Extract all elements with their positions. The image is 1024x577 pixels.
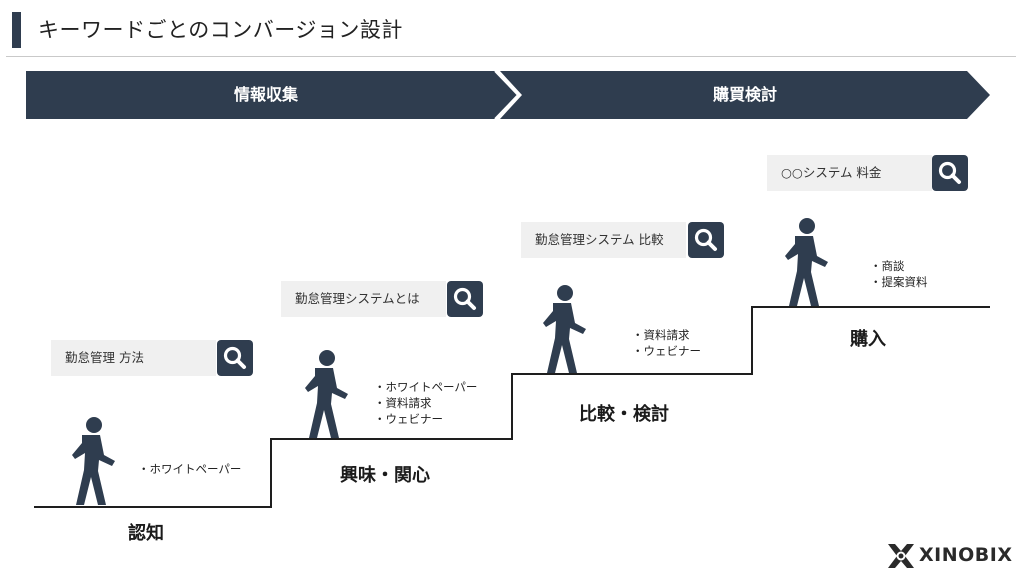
- title-divider: [6, 56, 1016, 57]
- search-button: [447, 281, 483, 317]
- deliverable-item: 提案資料: [870, 274, 928, 290]
- brand-logo-text: XINOBIX: [919, 544, 1013, 566]
- deliverable-item: ホワイトペーパー: [138, 461, 242, 477]
- ninja-logo-icon: [888, 544, 914, 568]
- stage-label-awareness: 認知: [128, 523, 164, 544]
- phase-label-purchase: 購買検討: [712, 85, 777, 104]
- deliverable-item: 商談: [870, 258, 928, 274]
- keyword-search-box-awareness: 勤怠管理 方法: [51, 340, 216, 376]
- page-title: キーワードごとのコンバージョン設計: [38, 18, 403, 42]
- deliverable-list-purchase: 商談 提案資料: [870, 258, 928, 290]
- search-icon: [694, 228, 717, 251]
- search-button: [688, 222, 724, 258]
- phase-arrow-purchase: [500, 71, 990, 119]
- stage-label-purchase: 購入: [850, 329, 886, 350]
- deliverable-item: ウェビナー: [632, 343, 702, 359]
- deliverable-item: ホワイトペーパー: [374, 379, 478, 395]
- stage-label-interest: 興味・関心: [340, 465, 430, 486]
- deliverable-item: ウェビナー: [374, 411, 477, 427]
- walking-person-icon: [785, 218, 828, 306]
- deliverable-list-interest: ホワイトペーパー 資料請求 ウェビナー: [374, 379, 478, 427]
- walking-person-icon: [72, 417, 115, 505]
- title-accent-bar: [12, 12, 21, 48]
- deliverable-item: 資料請求: [374, 395, 477, 411]
- keyword-search-box-purchase: ○○システム 料金: [767, 155, 932, 191]
- search-icon: [223, 346, 246, 369]
- walking-person-icon: [543, 285, 586, 373]
- search-icon: [938, 161, 961, 184]
- stage-label-comparison: 比較・検討: [579, 404, 669, 425]
- deliverable-item: 資料請求: [632, 327, 701, 343]
- walking-person-icon: [305, 350, 348, 438]
- phase-label-info: 情報収集: [233, 85, 298, 104]
- keyword-search-box-interest: 勤怠管理システムとは: [281, 281, 446, 317]
- search-button: [217, 340, 253, 376]
- deliverable-list-awareness: ホワイトペーパー: [138, 461, 242, 477]
- deliverable-list-comparison: 資料請求 ウェビナー: [632, 327, 702, 359]
- search-icon: [453, 287, 476, 310]
- keyword-search-box-comparison: 勤怠管理システム 比較: [521, 222, 686, 258]
- phase-arrow-info: [26, 71, 518, 119]
- staircase-line: [34, 306, 990, 508]
- search-button: [932, 155, 968, 191]
